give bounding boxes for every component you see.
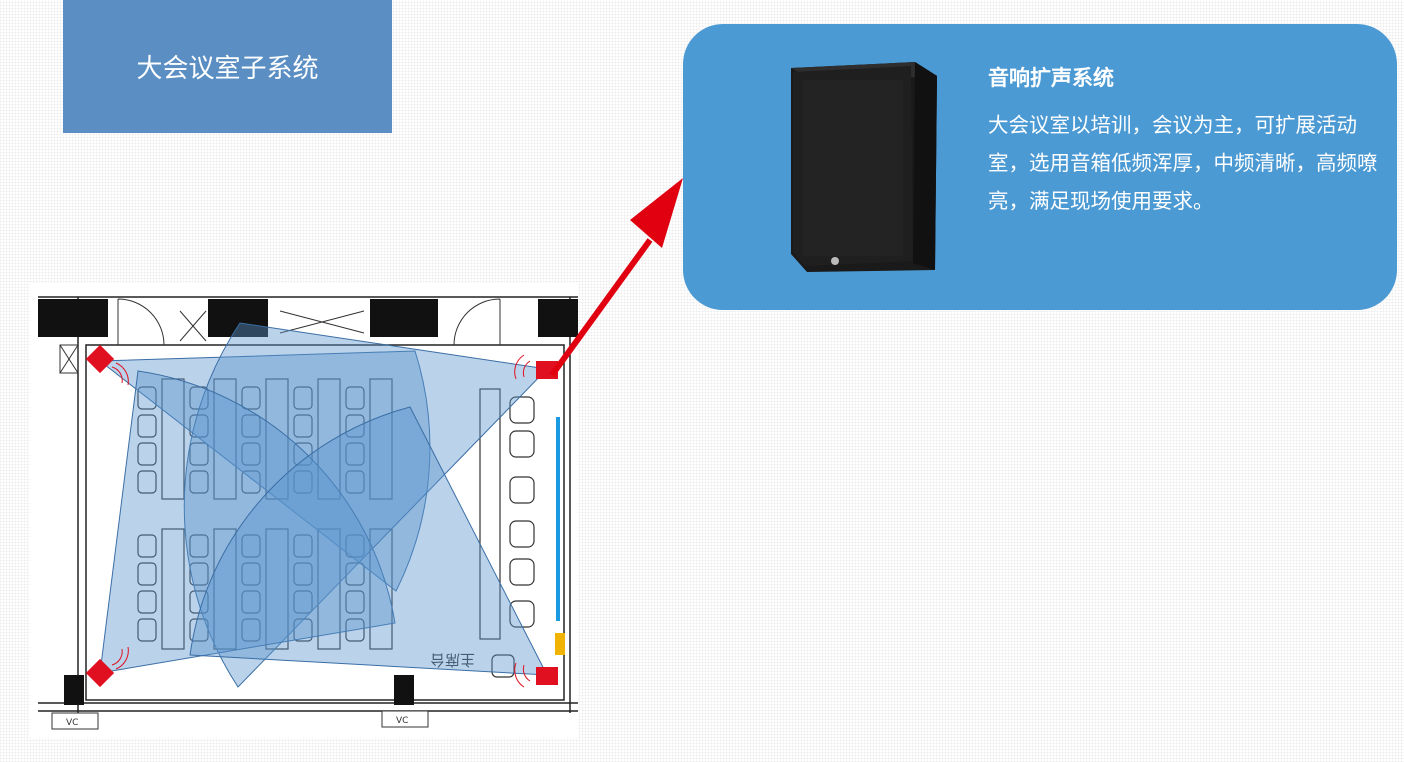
info-description: 大会议室以培训，会议为主，可扩展活动室，选用音箱低频浑厚，中频清晰，高频嘹亮，满… (988, 113, 1378, 213)
seating (161, 378, 501, 650)
vc-label-right: VC (396, 716, 408, 726)
subsystem-title-box: 大会议室子系统 (63, 0, 392, 133)
stage-label: 主席台 (430, 651, 475, 669)
info-card: 音响扩声系统 大会议室以培训，会议为主，可扩展活动室，选用音箱低频浑厚，中频清晰… (683, 24, 1397, 310)
screen-bar (556, 417, 560, 621)
sound-wave-icon (111, 354, 531, 688)
vc-label-left: VC (66, 718, 78, 728)
speaker-cabinet-icon (785, 58, 945, 278)
info-heading: 音响扩声系统 (988, 66, 1114, 90)
door-icon (59, 298, 501, 374)
speaker-coverage-zones (98, 322, 549, 688)
stage-accent (555, 633, 565, 655)
vc-panels (51, 710, 429, 730)
conference-room-floor-plan: 主席台 VC VC (30, 283, 578, 738)
subsystem-title: 大会议室子系统 (136, 54, 319, 84)
